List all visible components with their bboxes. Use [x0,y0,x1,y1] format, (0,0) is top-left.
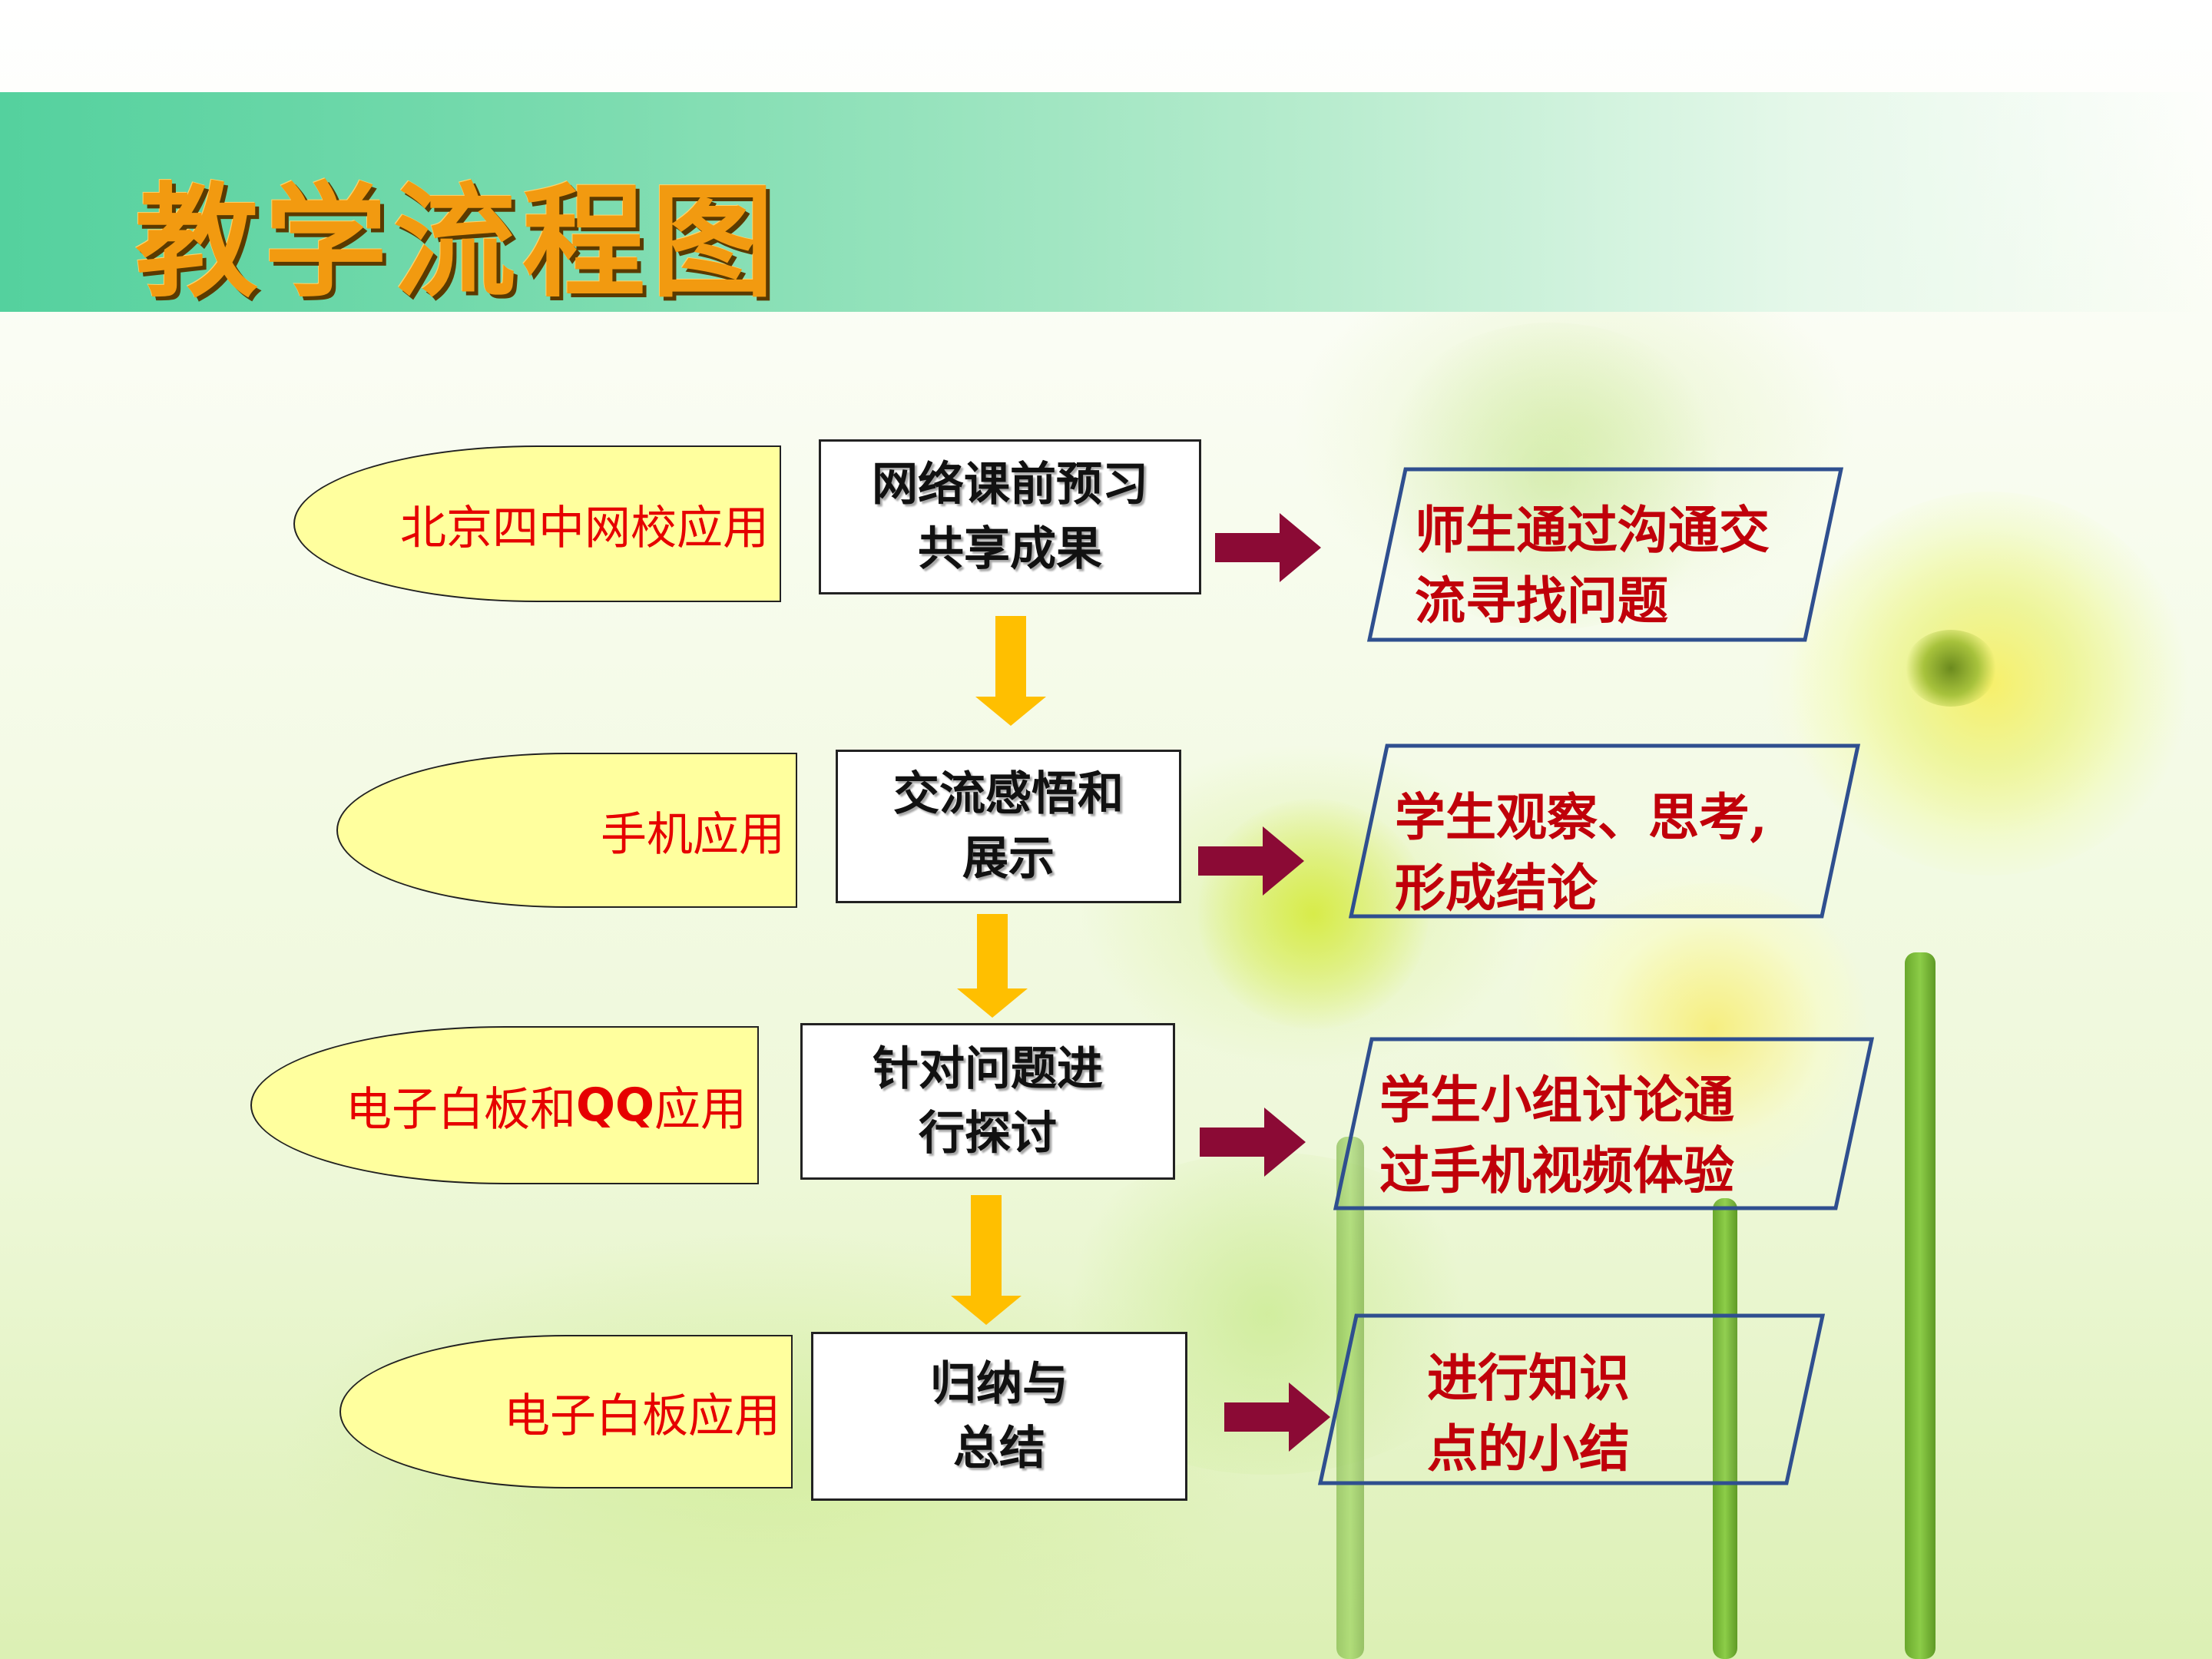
process-step-line: 网络课前预习 [872,458,1148,512]
outcome-text-line: 流寻找问题 [1415,571,1668,631]
process-step-line: 展示 [962,832,1055,886]
down-arrow [951,1195,1022,1325]
tool-label-text: QQ [575,1078,654,1132]
tool-label-text: 电子白板和 [345,1082,576,1137]
page-title: 教学流程图 [135,170,781,314]
process-step-line: 总结 [953,1422,1045,1475]
outcome-text-line: 点的小结 [1427,1419,1630,1479]
outcome-text: 进行知识点的小结 [1427,1343,1630,1485]
outcome-text-line: 学生观察、思考, [1395,787,1767,847]
process-step-line: 归纳与 [930,1357,1068,1411]
process-step: 归纳与总结 [811,1332,1187,1501]
title-band [0,92,2212,312]
outcome-text: 学生小组讨论通过手机视频体验 [1379,1065,1734,1207]
outcome-text: 学生观察、思考, 形成结论 [1395,782,1767,924]
process-step: 交流感悟和展示 [836,750,1181,903]
bg-blob [1790,492,2189,876]
tool-label: 手机应用 [336,753,797,908]
tool-label-text: 应用 [654,1082,747,1137]
bg-stem [1336,1137,1364,1659]
right-arrow [1215,513,1321,582]
outcome-text-line: 进行知识 [1427,1348,1630,1408]
tool-label: 北京四中网校应用 [293,445,781,602]
right-arrow [1198,826,1304,896]
tool-label-text: 手机应用 [601,807,785,862]
tool-label-text: 电子白板应用 [504,1389,780,1443]
bg-stem [1713,1198,1737,1659]
process-step-line: 交流感悟和 [893,767,1124,821]
right-arrow [1224,1382,1330,1452]
outcome-text-line: 过手机视频体验 [1379,1141,1734,1201]
process-step-line: 行探讨 [919,1107,1057,1161]
outcome-text-line: 师生通过沟通交 [1415,500,1770,560]
tool-label: 电子白板应用 [339,1335,793,1488]
down-arrow [957,914,1028,1018]
right-arrow [1200,1108,1306,1177]
outcome-text-line: 形成结论 [1395,858,1598,919]
process-step: 网络课前预习共享成果 [819,439,1201,594]
outcome-text: 师生通过沟通交流寻找问题 [1415,495,1770,637]
bg-blob [1905,630,1997,707]
outcome-text-line: 学生小组讨论通 [1379,1070,1734,1130]
process-step-line: 针对问题进 [873,1042,1103,1096]
tool-label-text: 北京四中网校应用 [400,501,769,555]
process-step-line: 共享成果 [918,522,1102,576]
bg-stem [1905,952,1936,1659]
process-step: 针对问题进行探讨 [800,1023,1175,1180]
down-arrow [975,616,1046,726]
